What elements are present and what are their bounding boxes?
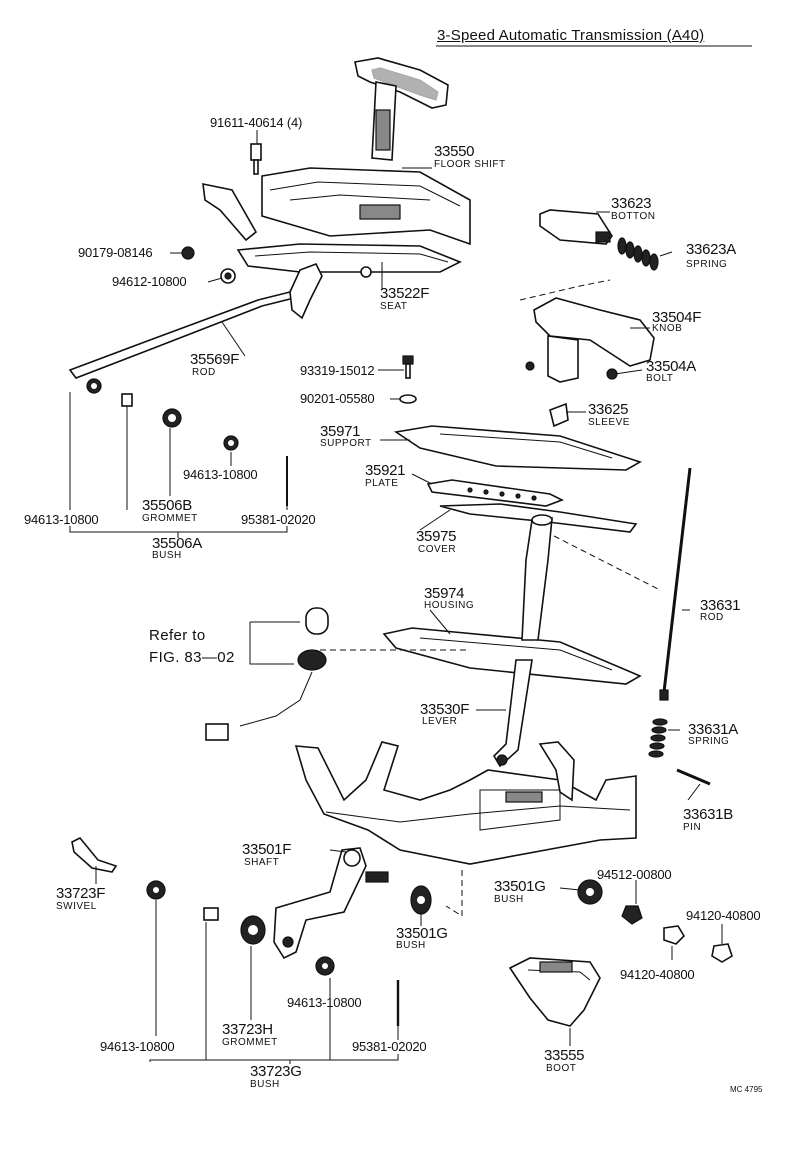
label-33631B: 33631B (683, 806, 733, 823)
indicator-bulb (205, 607, 329, 741)
label-33623A-name: SPRING (686, 259, 728, 270)
label-33723F: 33723F (56, 885, 106, 902)
label-33625-name: SLEEVE (588, 417, 630, 428)
label-33623: 33623 (611, 195, 652, 212)
label-93319: 93319-15012 (300, 363, 375, 378)
label-90201: 90201-05580 (300, 391, 375, 406)
label-33504A: 33504A (646, 358, 696, 375)
label-33501F-name: SHAFT (244, 857, 280, 868)
label-33501G-a: 33501G (494, 878, 546, 895)
label-33522F: 33522F (380, 285, 430, 302)
label-94120-a: 94120-40800 (686, 908, 761, 923)
floor-shift-assembly (68, 57, 471, 394)
label-33550: 33550 (434, 143, 475, 160)
label-35569F: 35569F (190, 351, 240, 368)
label-33504F: 33504F (652, 309, 702, 326)
label-33501G-b: 33501G (396, 925, 448, 942)
label-90179: 90179-08146 (78, 245, 153, 260)
label-91611: 91611-40614 (4) (210, 115, 303, 130)
label-33501G-a-name: BUSH (494, 894, 524, 905)
label-33631: 33631 (700, 597, 741, 614)
small-hardware (121, 355, 417, 506)
label-35971: 35971 (320, 423, 361, 440)
label-33550-name: FLOOR SHIFT (434, 159, 506, 170)
rod-spring (648, 467, 711, 786)
label-33723F-name: SWIVEL (56, 901, 97, 912)
label-94512: 94512-00800 (597, 867, 672, 882)
lower-hardware (71, 836, 733, 1026)
label-33631-name: ROD (700, 612, 724, 623)
label-94120-b: 94120-40800 (620, 967, 695, 982)
figure-code: MC 4795 (730, 1085, 763, 1094)
label-33555-name: BOOT (546, 1063, 577, 1074)
label-35506B-name: GROMMET (142, 513, 198, 524)
label-95381-a: 95381-02020 (241, 512, 316, 527)
label-94613-c: 94613-10800 (287, 995, 362, 1010)
knob-assembly (519, 209, 659, 428)
label-35971-name: SUPPORT (320, 438, 372, 449)
reference-line1: Refer to (149, 627, 206, 644)
shaft-arm (273, 847, 389, 960)
label-33723G-name: BUSH (250, 1079, 280, 1090)
label-94613-a: 94613-10800 (183, 467, 258, 482)
label-33623-name: BOTTON (611, 211, 656, 222)
label-35569F-name: ROD (192, 367, 216, 378)
boot (508, 957, 601, 1027)
label-35921: 35921 (365, 462, 406, 479)
label-35506A: 35506A (152, 535, 202, 552)
label-95381-b: 95381-02020 (352, 1039, 427, 1054)
label-35975-name: COVER (418, 544, 457, 555)
housing-lever (320, 514, 661, 768)
shift-bracket (294, 741, 637, 917)
label-33522F-name: SEAT (380, 301, 408, 312)
diagram-title: 3-Speed Automatic Transmission (A40) (437, 27, 705, 44)
reference-line2: FIG. 83—02 (149, 649, 235, 666)
label-33504F-name: KNOB (652, 323, 683, 334)
label-35506A-name: BUSH (152, 550, 182, 561)
label-33723G: 33723G (250, 1063, 302, 1080)
label-94613-d: 94613-10800 (100, 1039, 175, 1054)
label-94613-b: 94613-10800 (24, 512, 99, 527)
label-35974-name: HOUSING (424, 600, 475, 611)
label-33501F: 33501F (242, 841, 292, 858)
leader-lines (69, 130, 723, 1064)
label-35975: 35975 (416, 528, 457, 545)
label-35506B: 35506B (142, 497, 192, 514)
label-33723H-name: GROMMET (222, 1037, 278, 1048)
label-33631A-name: SPRING (688, 736, 730, 747)
label-33501G-b-name: BUSH (396, 940, 426, 951)
label-33625: 33625 (588, 401, 629, 418)
label-94612: 94612-10800 (112, 274, 187, 289)
label-33723H: 33723H (222, 1021, 273, 1038)
label-33631B-name: PIN (683, 822, 702, 833)
label-35921-name: PLATE (365, 478, 399, 489)
label-33555: 33555 (544, 1047, 585, 1064)
label-33530F: 33530F (420, 701, 470, 718)
support-plate-cover (393, 425, 642, 533)
label-33631A: 33631A (688, 721, 738, 738)
label-33504A-name: BOLT (646, 373, 674, 384)
label-33530F-name: LEVER (422, 716, 458, 727)
label-35974: 35974 (424, 585, 465, 602)
label-33623A: 33623A (686, 241, 736, 258)
